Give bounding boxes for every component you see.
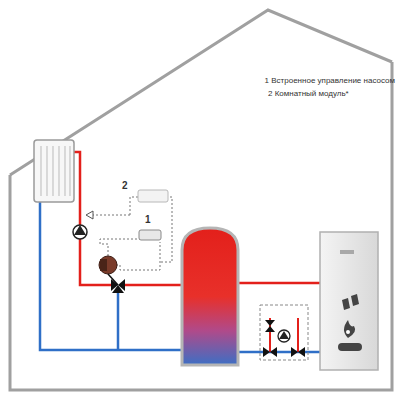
callout-number: 1 [145, 214, 151, 226]
house-walls [10, 62, 392, 390]
radiator [34, 140, 74, 202]
callout-number: 2 [122, 180, 128, 192]
legend-note: 2 Комнатный модуль* [268, 89, 349, 98]
mixer-actuator [99, 256, 117, 274]
buffer-tank [182, 228, 238, 365]
circulation-pump [73, 225, 87, 239]
legend-note: 1 Встроенное управление насосом [265, 76, 395, 85]
signal-arrowhead [86, 211, 93, 219]
pump-control-unit [139, 230, 161, 240]
room-module [138, 190, 168, 202]
mixing-valve [108, 274, 125, 293]
signal-line [92, 197, 172, 270]
boiler [320, 232, 378, 370]
boiler-pump-group [260, 305, 308, 360]
